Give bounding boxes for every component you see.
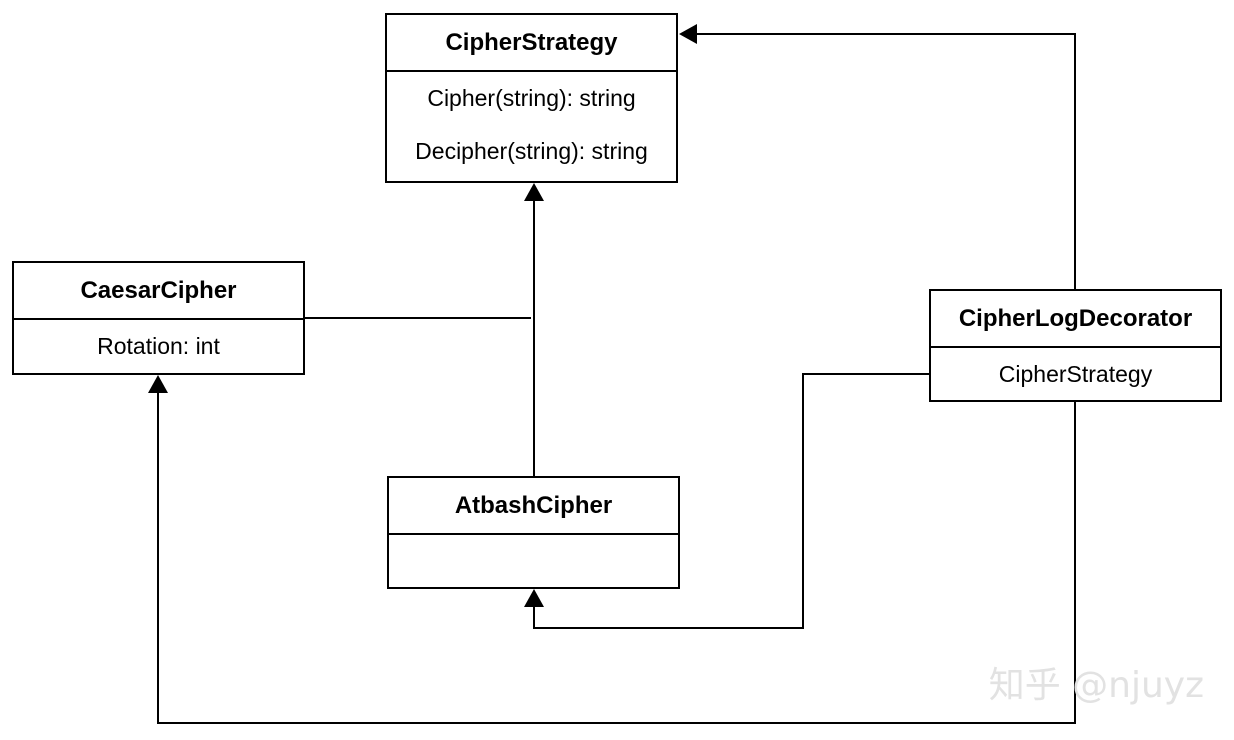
strategy-right-arrowhead — [679, 24, 697, 44]
class-member: Cipher(string): string — [427, 85, 636, 111]
caesar-arrowhead — [148, 375, 168, 393]
cipher-log-decorator-class: CipherLogDecorator CipherStrategy — [929, 289, 1222, 402]
class-name: CipherLogDecorator — [931, 291, 1220, 348]
class-members: CipherStrategy — [931, 348, 1220, 400]
class-member: Decipher(string): string — [415, 138, 648, 164]
decorator-to-atbash-line — [533, 373, 930, 629]
class-members: Cipher(string): string Decipher(string):… — [387, 72, 676, 168]
strategy-bottom-arrowhead — [524, 183, 544, 201]
class-members — [389, 535, 678, 587]
decorator-to-caesar-line — [157, 393, 1076, 724]
class-member: CipherStrategy — [998, 360, 1153, 387]
class-name: AtbashCipher — [389, 478, 678, 535]
class-member: Rotation: int — [97, 333, 220, 359]
caesar-cipher-class: CaesarCipher Rotation: int — [12, 261, 305, 375]
atbash-arrowhead — [524, 589, 544, 607]
class-name: CaesarCipher — [14, 263, 303, 320]
class-name: CipherStrategy — [387, 15, 676, 72]
cipher-strategy-class: CipherStrategy Cipher(string): string De… — [385, 13, 678, 183]
class-members: Rotation: int — [14, 320, 303, 373]
watermark: 知乎 @njuyz — [988, 665, 1204, 706]
decorator-to-strategy-line — [697, 33, 1076, 290]
atbash-cipher-class: AtbashCipher — [387, 476, 680, 589]
